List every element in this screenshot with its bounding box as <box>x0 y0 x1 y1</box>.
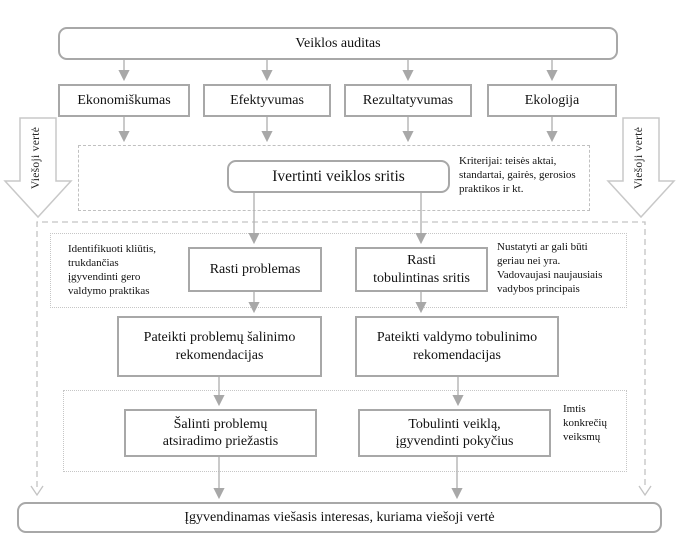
identify-annotation: Identifikuoti kliūtis, trukdančias įgyve… <box>68 243 156 298</box>
node-tobulinti-veikla: Tobulinti veiklą, įgyvendinti pokyčius <box>358 409 551 457</box>
node-salinti-problemu-priezastis: Šalinti problemų atsiradimo priežastis <box>124 409 317 457</box>
dashed-arrowhead-left <box>30 485 44 497</box>
node-ivertinti-veiklos-sritis: Ivertinti veiklos sritis <box>227 160 450 193</box>
public-value-label-left: Viešoji vertė <box>30 126 42 190</box>
flow-arrows <box>118 60 558 500</box>
criteria-annotation: Kriterijai: teisės aktai, standartai, ga… <box>459 155 576 196</box>
public-value-block-arrow-right <box>606 117 676 219</box>
node-rasti-tobulintinas-sritis: Rasti tobulintinas sritis <box>355 247 488 292</box>
findings-dotted-group <box>50 233 627 308</box>
evaluation-dashed-group <box>78 145 590 211</box>
node-pateikti-problemu-salinimo: Pateikti problemų šalinimo rekomendacija… <box>117 316 322 377</box>
determine-annotation: Nustatyti ar gali būti geriau nei yra. V… <box>497 241 603 296</box>
node-ekologija: Ekologija <box>487 84 617 117</box>
node-veiklos-auditas: Veiklos auditas <box>58 27 618 60</box>
node-ekonomiskumas: Ekonomiškumas <box>58 84 190 117</box>
node-efektyvumas: Efektyvumas <box>203 84 331 117</box>
dashed-arrowhead-right <box>638 485 652 497</box>
action-annotation: Imtis konkrečių veiksmų <box>563 403 607 444</box>
public-value-label-right: Viešoji vertė <box>633 126 645 190</box>
actions-dotted-group <box>63 390 627 472</box>
node-pateikti-valdymo-tobulinimo: Pateikti valdymo tobulinimo rekomendacij… <box>355 316 559 377</box>
node-rasti-problemas: Rasti problemas <box>188 247 322 292</box>
node-outcome-public-value: Įgyvendinamas viešasis interesas, kuriam… <box>17 502 662 533</box>
public-value-block-arrow-left <box>3 117 73 219</box>
node-rezultatyvumas: Rezultatyvumas <box>344 84 472 117</box>
outer-dashed-container <box>30 221 652 497</box>
